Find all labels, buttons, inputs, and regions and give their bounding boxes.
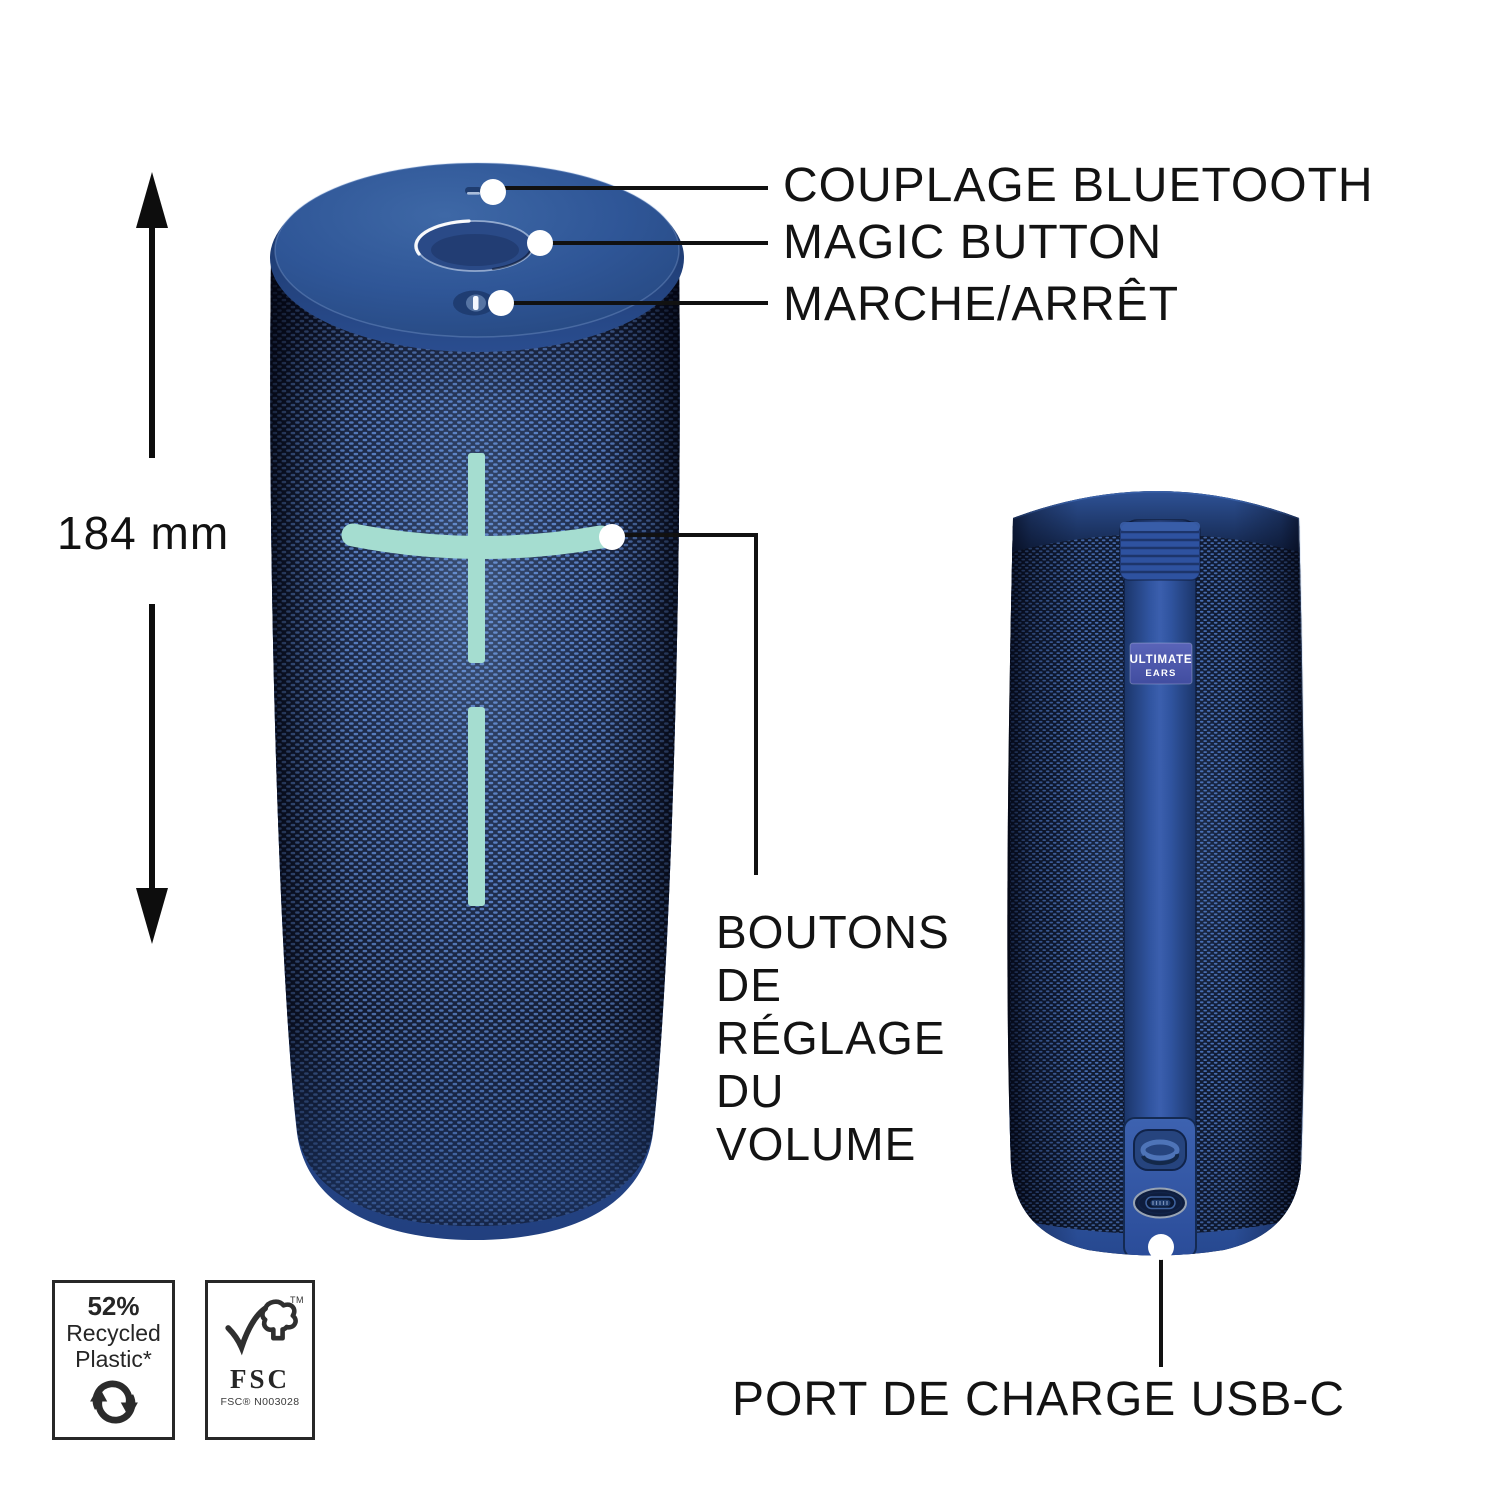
volume-minus: [468, 707, 485, 906]
usb-charge-port-label: PORT DE CHARGE USB-C: [732, 1373, 1345, 1426]
volume-buttons-label: BOUTONS DE RÉGLAGE DU VOLUME: [716, 906, 950, 1170]
callout-dot-volume: [599, 524, 625, 550]
volume-plus: [468, 453, 485, 663]
fsc-name: FSC: [229, 1364, 290, 1394]
recycle-arrows-icon: [89, 1380, 138, 1424]
top-cap-highlight: [274, 162, 680, 338]
callout-line-volume-vertical: [754, 533, 758, 875]
recycled-percent: 52%: [87, 1291, 140, 1321]
fsc-tree-check-icon: [225, 1299, 298, 1356]
hang-loop: [1119, 521, 1201, 581]
fsc-license-number: FSC® N003028: [220, 1396, 300, 1408]
callout-line-magic: [551, 241, 768, 245]
recycled-plastic-badge: 52% Recycled Plastic*: [52, 1280, 175, 1440]
callout-dot-magic: [527, 230, 553, 256]
recycled-line1: Recycled: [66, 1320, 161, 1346]
bluetooth-pairing-label: COUPLAGE BLUETOOTH: [783, 159, 1374, 212]
dimension-arrow-shaft-bottom: [149, 604, 155, 890]
hook-recess: [1133, 1129, 1187, 1171]
fsc-badge: TM FSC FSC® N003028: [205, 1280, 315, 1440]
magic-button: [414, 219, 534, 272]
callout-line-usb: [1159, 1259, 1163, 1367]
callout-dot-usb: [1148, 1234, 1174, 1260]
fsc-tm-mark: TM: [290, 1295, 304, 1305]
brand-badge-ears: EARS: [1145, 668, 1176, 679]
rear-edge-highlight: [1298, 517, 1306, 1166]
brand-badge-ultimate: ULTIMATE: [1130, 654, 1193, 666]
volume-controls: [341, 453, 613, 906]
power-bar-icon: [473, 296, 479, 310]
brand-badge: ULTIMATE EARS: [1129, 642, 1193, 685]
bluetooth-indicator-icon: [465, 187, 482, 195]
callout-dot-power: [488, 290, 514, 316]
magic-button-label: MAGIC BUTTON: [783, 216, 1163, 269]
callout-line-volume-horizontal: [622, 533, 758, 537]
dimension-arrowhead-up: [136, 172, 168, 228]
power-button: [453, 290, 495, 316]
power-label: MARCHE/ARRÊT: [783, 278, 1180, 331]
rear-speaker: ULTIMATE EARS: [1007, 491, 1306, 1256]
callout-line-power: [513, 301, 768, 305]
dimension-arrowhead-down: [136, 888, 168, 944]
height-dimension-label: 184 mm: [57, 507, 230, 559]
callout-line-bluetooth: [504, 186, 768, 190]
front-speaker: [270, 162, 684, 1240]
rear-bottom-panel: [1123, 1117, 1197, 1256]
dimension-arrow-shaft-top: [149, 222, 155, 458]
callout-dot-bluetooth: [480, 179, 506, 205]
usb-c-port: [1133, 1187, 1187, 1219]
recycled-line2: Plastic*: [75, 1346, 152, 1372]
